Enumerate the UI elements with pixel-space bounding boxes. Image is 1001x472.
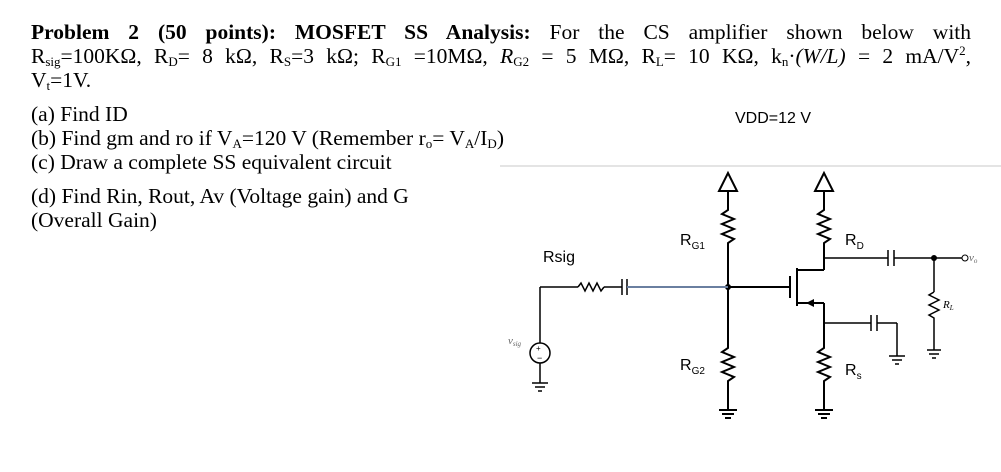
- rl-label: RL: [942, 299, 954, 312]
- rl-resistor: [927, 291, 941, 350]
- part-c: (c) Draw a complete SS equivalent circui…: [31, 150, 392, 174]
- problem-heading: Problem 2 (50 points): MOSFET SS Analysi…: [31, 20, 531, 44]
- rg1-label: RG1: [680, 232, 705, 252]
- rsig-resistor: [577, 281, 605, 293]
- problem-line-2: Rsig=100KΩ, RD= 8 kΩ, RS=3 kΩ; RG1 =10MΩ…: [31, 44, 971, 68]
- vdd-arrow-left: [717, 170, 739, 192]
- problem-line-1: Problem 2 (50 points): MOSFET SS Analysi…: [31, 20, 971, 44]
- rg2-resistor: [719, 340, 737, 398]
- rd-param: RD= 8 kΩ,: [154, 44, 270, 69]
- rs-resistor: [815, 340, 833, 398]
- vdd-arrow-right: [813, 170, 835, 192]
- svg-text:−: −: [537, 353, 542, 363]
- vdd-label: VDD=12 V: [735, 110, 811, 127]
- rg1-resistor: [719, 205, 737, 258]
- rs-label: Rs: [845, 362, 862, 382]
- rg2-param: RG2 = 5 MΩ,: [500, 44, 642, 69]
- rg2-label: RG2: [680, 357, 705, 377]
- rsig-label: Rsig: [543, 249, 575, 266]
- vo-label: vo: [969, 252, 978, 265]
- rsig-param: Rsig=100KΩ,: [31, 44, 155, 69]
- part-a: (a) Find ID: [31, 102, 128, 126]
- problem-intro: For the CS amplifier shown below with: [549, 20, 972, 44]
- rd-resistor: [815, 205, 833, 270]
- part-b: (b) Find gm and ro if VA=120 V (Remember…: [31, 126, 504, 151]
- vt-param: Vt=1V.: [31, 68, 92, 93]
- vsig-label: vsig: [508, 335, 522, 348]
- rl-param: RL= 10 KΩ,: [641, 44, 772, 69]
- rg1-param: RG1 =10MΩ,: [371, 44, 501, 69]
- kn-param: kn·(W/L) = 2 mA/V2,: [771, 43, 971, 69]
- rs-param: RS=3 kΩ;: [269, 44, 372, 69]
- rd-label: RD: [845, 232, 864, 252]
- svg-text:+: +: [536, 344, 541, 353]
- part-d-continued: (Overall Gain): [31, 208, 157, 232]
- part-d: (d) Find Rin, Rout, Av (Voltage gain) an…: [31, 184, 409, 208]
